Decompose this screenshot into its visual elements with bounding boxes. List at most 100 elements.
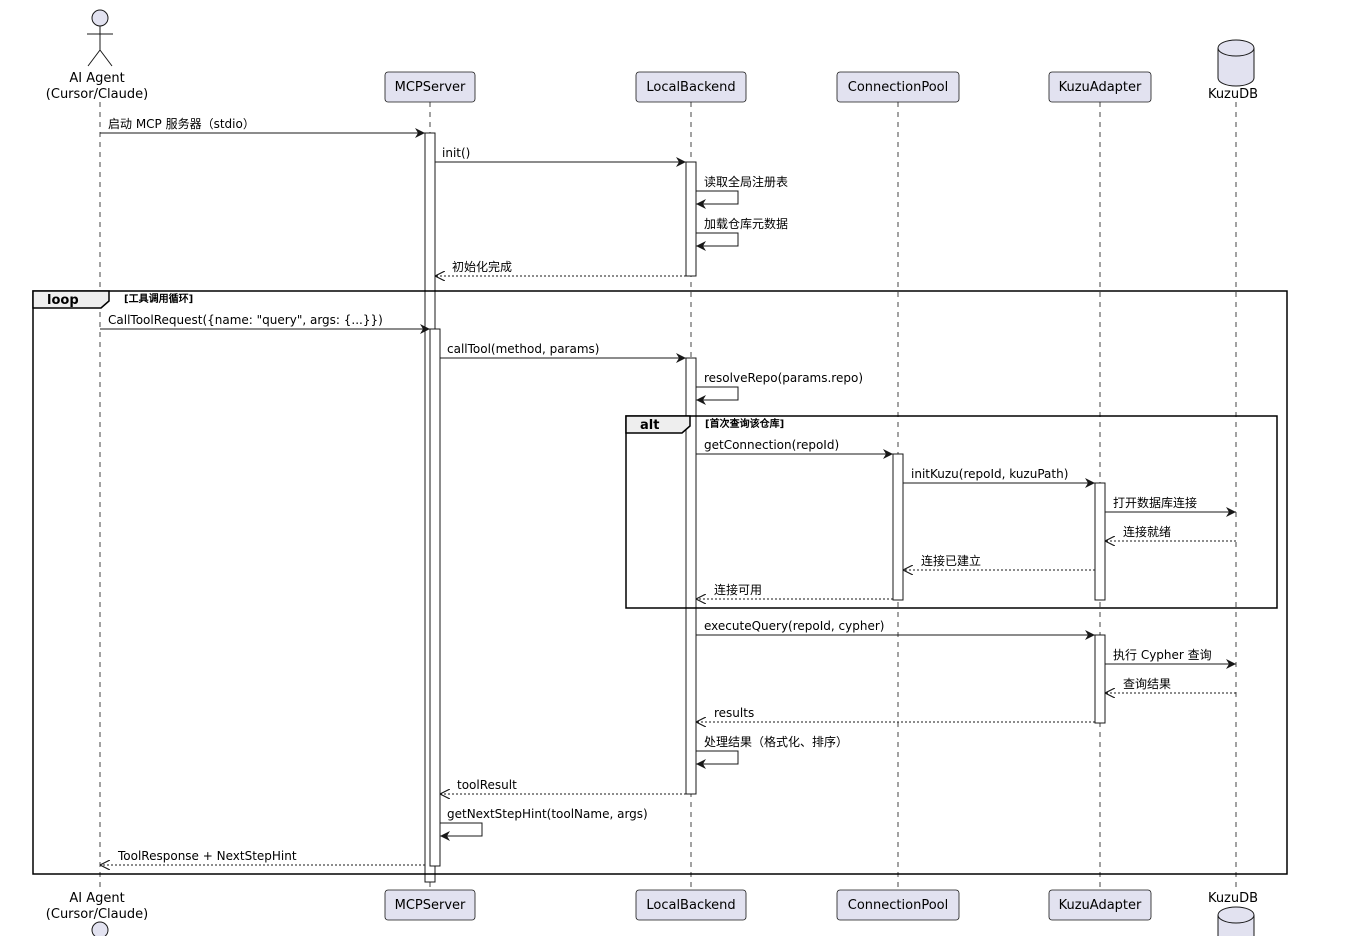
- database-icon: [1217, 39, 1255, 87]
- activation-bars: [424, 132, 1106, 883]
- message-21: getNextStepHint(toolName, args): [440, 807, 648, 841]
- activation-backend-call: [685, 357, 697, 795]
- participant-agent-top: AI Agent(Cursor/Claude): [46, 9, 148, 102]
- fragment-keyword: alt: [640, 418, 659, 433]
- message-label: 处理结果（格式化、排序）: [704, 734, 848, 749]
- participant-agent-bottom: AI Agent(Cursor/Claude): [46, 891, 148, 936]
- participant-box: [836, 71, 960, 103]
- actor-head-icon: [91, 921, 109, 936]
- message-17: 查询结果: [1105, 677, 1236, 693]
- participant-box: [836, 889, 960, 921]
- participant-adapter-top: KuzuAdapter: [1048, 71, 1152, 103]
- message-10: initKuzu(repoId, kuzuPath): [903, 467, 1095, 488]
- fragment-keyword: loop: [47, 293, 79, 308]
- participant-box: [1048, 889, 1152, 921]
- participant-box: [384, 889, 476, 921]
- participant-box: [635, 71, 747, 103]
- message-2: init(): [435, 146, 686, 167]
- participant-label: MCPServer: [395, 898, 466, 913]
- message-label: 加载仓库元数据: [704, 216, 788, 231]
- fragment-loop: loop [工具调用循环]: [32, 290, 1288, 875]
- participant-label: LocalBackend: [646, 898, 735, 913]
- message-label: getNextStepHint(toolName, args): [447, 807, 648, 821]
- activation-adapter-init: [1094, 482, 1106, 601]
- message-15: executeQuery(repoId, cypher): [696, 619, 1095, 640]
- fragment-tab: [32, 290, 110, 309]
- activation-pool: [892, 453, 904, 601]
- self-message-arrow: [696, 190, 739, 209]
- database-icon: [1217, 906, 1255, 936]
- lifelines: [99, 102, 1237, 890]
- message-16: 执行 Cypher 查询: [1105, 648, 1236, 669]
- participant-label: (Cursor/Claude): [46, 907, 148, 922]
- message-14: 连接可用: [696, 582, 893, 599]
- message-label: 启动 MCP 服务器（stdio）: [108, 116, 255, 131]
- participant-db-top: KuzuDB: [1208, 39, 1258, 102]
- message-label: 连接就绪: [1123, 524, 1171, 539]
- message-12: 连接就绪: [1105, 524, 1236, 541]
- message-5: 初始化完成: [435, 259, 686, 276]
- message-label: resolveRepo(params.repo): [704, 371, 863, 385]
- message-label: init(): [442, 146, 470, 160]
- message-label: 连接已建立: [921, 553, 981, 568]
- message-label: 读取全局注册表: [704, 174, 788, 189]
- fragment-tab: [625, 415, 691, 434]
- fragments: loop [工具调用循环] alt [首次查询该仓库]: [32, 290, 1288, 875]
- message-label: ToolResponse + NextStepHint: [117, 849, 297, 863]
- fragment-condition: [工具调用循环]: [124, 292, 193, 305]
- message-label: initKuzu(repoId, kuzuPath): [911, 467, 1068, 481]
- self-message-arrow: [696, 750, 739, 769]
- message-22: ToolResponse + NextStepHint: [100, 849, 425, 865]
- participant-label: KuzuDB: [1208, 891, 1258, 906]
- message-13: 连接已建立: [903, 553, 1095, 570]
- participant-box: [384, 71, 476, 103]
- participant-label: LocalBackend: [646, 80, 735, 95]
- participant-backend-bottom: LocalBackend: [635, 889, 747, 921]
- message-label: 连接可用: [714, 582, 762, 597]
- database-rim: [1217, 47, 1255, 57]
- message-label: executeQuery(repoId, cypher): [704, 619, 884, 633]
- participant-box: [1048, 71, 1152, 103]
- message-19: 处理结果（格式化、排序）: [696, 734, 848, 769]
- participant-mcp-top: MCPServer: [384, 71, 476, 103]
- participant-db-bottom: KuzuDB: [1208, 891, 1258, 936]
- participant-adapter-bottom: KuzuAdapter: [1048, 889, 1152, 921]
- message-8: resolveRepo(params.repo): [696, 371, 863, 405]
- participant-backend-top: LocalBackend: [635, 71, 747, 103]
- activation-mcp-inner: [429, 328, 441, 867]
- fragment-frame: [625, 415, 1278, 609]
- message-label: results: [714, 706, 754, 720]
- actor-head-icon: [91, 9, 109, 27]
- participant-label: AI Agent: [69, 891, 124, 906]
- message-9: getConnection(repoId): [696, 438, 893, 459]
- self-message-arrow: [440, 822, 483, 841]
- message-label: CallToolRequest({name: "query", args: {.…: [108, 313, 383, 327]
- participant-label: (Cursor/Claude): [46, 87, 148, 102]
- participant-label: KuzuAdapter: [1059, 898, 1142, 913]
- activation-backend-init: [685, 161, 697, 277]
- message-label: toolResult: [457, 778, 517, 792]
- participants: AI Agent(Cursor/Claude)AI Agent(Cursor/C…: [46, 9, 1258, 936]
- fragment-condition: [首次查询该仓库]: [705, 417, 784, 430]
- participant-pool-bottom: ConnectionPool: [836, 889, 960, 921]
- participant-label: ConnectionPool: [848, 80, 948, 95]
- message-20: toolResult: [440, 778, 686, 794]
- database-rim: [1217, 914, 1255, 924]
- message-18: results: [696, 706, 1095, 722]
- message-label: 初始化完成: [452, 259, 512, 274]
- self-message-arrow: [696, 232, 739, 251]
- message-3: 读取全局注册表: [696, 174, 788, 209]
- participant-label: MCPServer: [395, 80, 466, 95]
- activation-adapter-query: [1094, 634, 1106, 724]
- message-label: 查询结果: [1123, 677, 1171, 691]
- message-1: 启动 MCP 服务器（stdio）: [100, 116, 425, 138]
- participant-box: [635, 889, 747, 921]
- fragment-frame: [32, 290, 1288, 875]
- participant-label: KuzuDB: [1208, 87, 1258, 102]
- self-message-arrow: [696, 386, 739, 405]
- participant-mcp-bottom: MCPServer: [384, 889, 476, 921]
- message-7: callTool(method, params): [440, 342, 686, 363]
- participant-label: ConnectionPool: [848, 898, 948, 913]
- participant-label: AI Agent: [69, 71, 124, 86]
